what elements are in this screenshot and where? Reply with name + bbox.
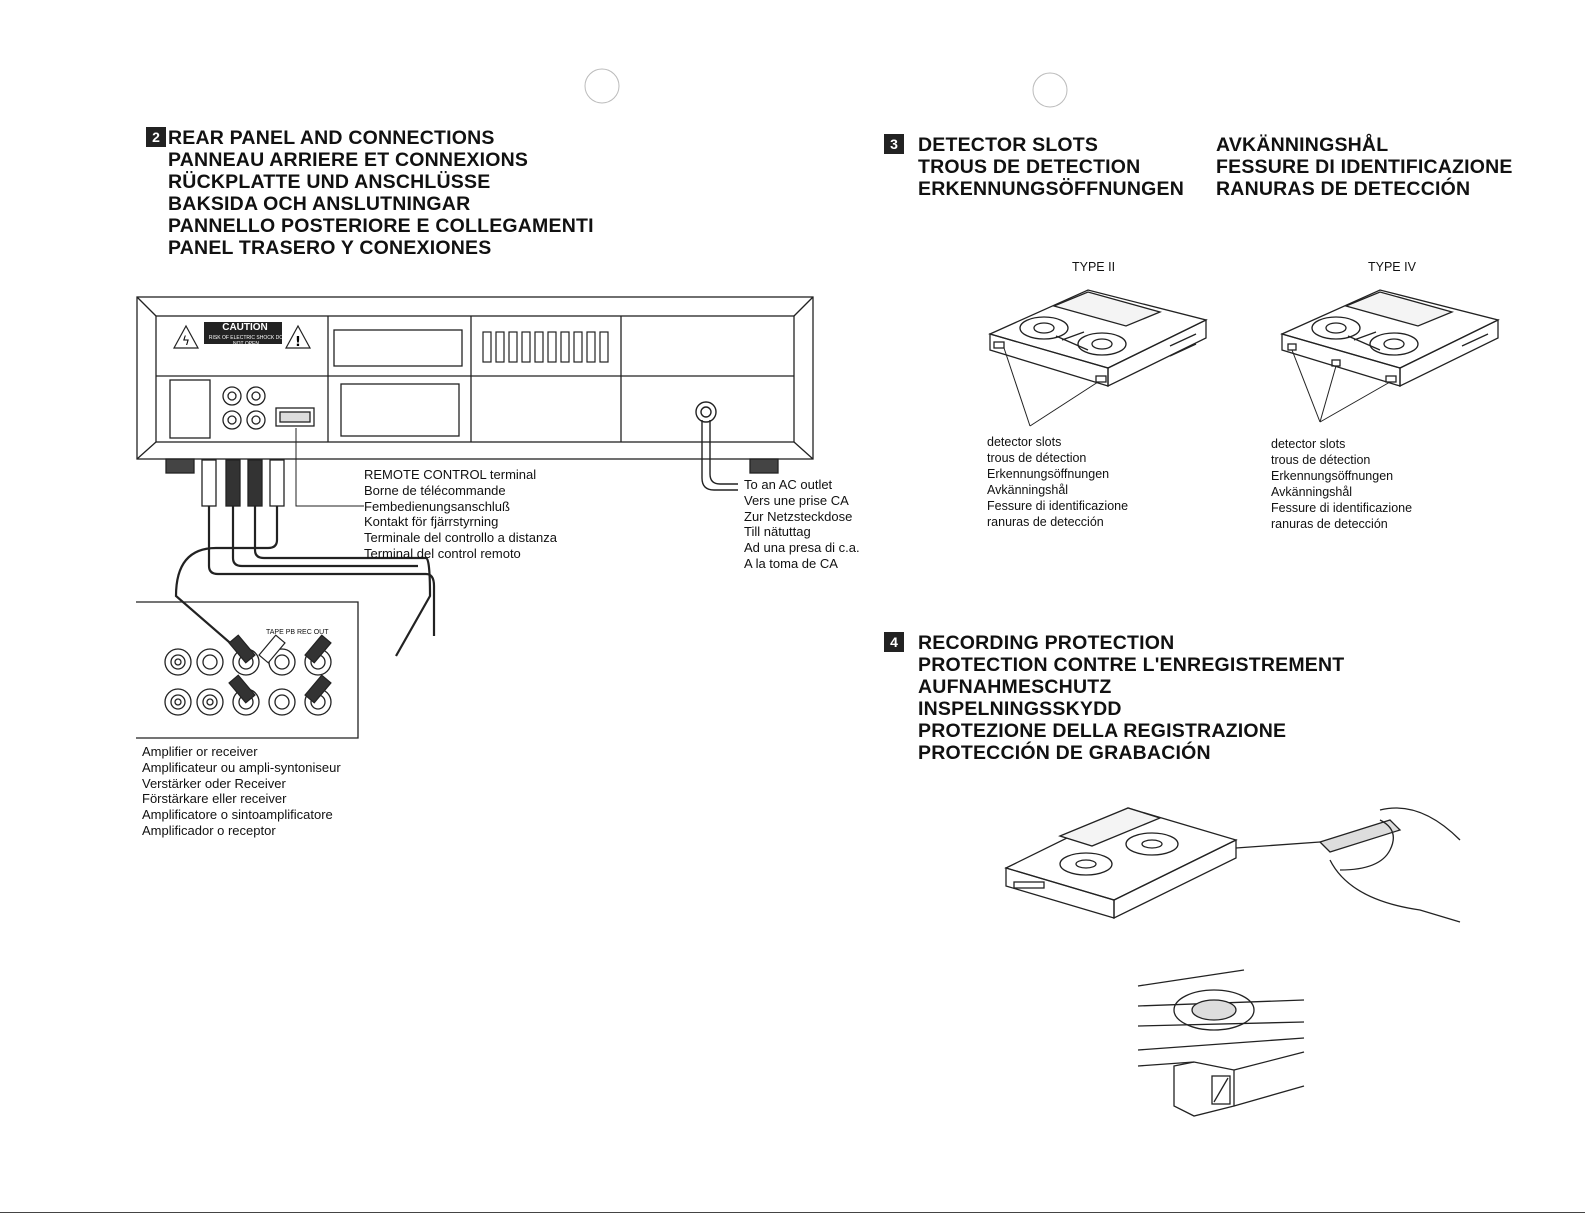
label-line: Fessure di identificazione xyxy=(987,499,1129,513)
binder-hole-left xyxy=(584,68,620,104)
label-line: To an AC outlet xyxy=(744,477,833,492)
heading-line: RÜCKPLATTE UND ANSCHLÜSSE xyxy=(168,171,491,193)
type-iv-detector-slots-label: detector slots trous de détection Erkenn… xyxy=(1271,436,1412,532)
type-ii-label: TYPE II xyxy=(1072,260,1116,274)
label-line: ranuras de detección xyxy=(987,515,1104,529)
label-line: detector slots xyxy=(1271,437,1346,451)
label-line: Avkänningshål xyxy=(987,483,1069,497)
heading-line: TROUS DE DETECTION xyxy=(918,156,1141,178)
heading-line: REAR PANEL AND CONNECTIONS xyxy=(168,127,495,149)
detector-heading-right: AVKÄNNINGSHÅL FESSURE DI IDENTIFICAZIONE… xyxy=(1216,134,1513,200)
detector-heading-left: DETECTOR SLOTS TROUS DE DETECTION ERKENN… xyxy=(918,134,1184,200)
label-line: Amplifier or receiver xyxy=(142,744,258,759)
heading-line: RANURAS DE DETECCIÓN xyxy=(1216,178,1471,200)
type-iv-label: TYPE IV xyxy=(1368,260,1416,274)
section-2-number: 2 xyxy=(146,127,166,147)
label-line: Amplificador o receptor xyxy=(142,822,276,838)
remote-control-label: REMOTE CONTROL terminal Borne de télécom… xyxy=(364,467,557,562)
binder-hole-right xyxy=(1032,72,1068,108)
label-line: Kontakt för fjärrstyrning xyxy=(364,514,499,530)
svg-text:ϟ: ϟ xyxy=(182,334,190,348)
label-line: Terminal del control remoto xyxy=(364,545,521,561)
label-line: Borne de télécommande xyxy=(364,482,506,498)
label-line: ranuras de detección xyxy=(1271,517,1388,531)
recording-heading: RECORDING PROTECTION PROTECTION CONTRE L… xyxy=(918,632,1344,764)
cassette-tab-closeup-illustration xyxy=(1137,969,1305,1117)
heading-line: FESSURE DI IDENTIFICAZIONE xyxy=(1216,156,1513,178)
label-line: trous de détection xyxy=(1271,453,1371,467)
label-line: Verstärker oder Receiver xyxy=(142,775,286,791)
label-line: A la toma de CA xyxy=(744,555,838,571)
label-line: Zur Netzsteckdose xyxy=(744,508,853,524)
heading-line: AVKÄNNINGSHÅL xyxy=(1216,134,1389,156)
label-line: Förstärkare eller receiver xyxy=(142,791,287,807)
page-bottom-rule xyxy=(0,1212,1585,1213)
label-line: Amplificateur ou ampli-syntoniseur xyxy=(142,759,341,775)
heading-line: INSPELNINGSSKYDD xyxy=(918,698,1122,720)
heading-line: PANEL TRASERO Y CONEXIONES xyxy=(168,237,492,259)
svg-text:!: ! xyxy=(295,335,301,350)
amp-jack-label: TAPE PB REC OUT xyxy=(266,629,329,636)
label-line: Erkennungsöffnungen xyxy=(987,467,1110,481)
heading-line: BAKSIDA OCH ANSLUTNINGAR xyxy=(168,193,471,215)
cassette-tab-break-illustration xyxy=(1004,807,1461,923)
caution-sub-label: RISK OF ELECTRIC SHOCK DO NOT OPEN xyxy=(208,335,284,347)
label-line: trous de détection xyxy=(987,451,1087,465)
label-line: detector slots xyxy=(987,435,1062,449)
label-line: Avkänningshål xyxy=(1271,485,1353,499)
rear-panel-illustration: ϟ ! xyxy=(136,296,814,739)
section-4-number: 4 xyxy=(884,632,904,652)
label-line: Amplificatore o sintoamplificatore xyxy=(142,807,333,823)
type-iv-cassette-icon xyxy=(1280,289,1500,423)
heading-line: PANNELLO POSTERIORE E COLLEGAMENTI xyxy=(168,215,594,237)
label-line: Vers une prise CA xyxy=(744,492,849,508)
label-line: Till nätuttag xyxy=(744,524,811,540)
rear-panel-heading: REAR PANEL AND CONNECTIONS PANNEAU ARRIE… xyxy=(168,127,594,259)
section-3-number: 3 xyxy=(884,134,904,154)
label-line: Fembedienungsanschluß xyxy=(364,498,510,514)
heading-line: DETECTOR SLOTS xyxy=(918,134,1099,156)
label-line: Ad una presa di c.a. xyxy=(744,540,860,556)
type-ii-cassette-icon xyxy=(988,289,1208,427)
heading-line: PROTECCIÓN DE GRABACIÓN xyxy=(918,742,1211,764)
heading-line: PANNEAU ARRIERE ET CONNEXIONS xyxy=(168,149,529,171)
heading-line: RECORDING PROTECTION xyxy=(918,632,1175,654)
label-line: REMOTE CONTROL terminal xyxy=(364,467,537,482)
type-ii-detector-slots-label: detector slots trous de détection Erkenn… xyxy=(987,434,1128,530)
label-line: Fessure di identificazione xyxy=(1271,501,1413,515)
heading-line: AUFNAHMESCHUTZ xyxy=(918,676,1112,698)
label-line: Erkennungsöffnungen xyxy=(1271,469,1394,483)
amplifier-label: Amplifier or receiver Amplificateur ou a… xyxy=(142,744,341,839)
ac-outlet-label: To an AC outlet Vers une prise CA Zur Ne… xyxy=(744,477,860,572)
caution-label: CAUTION xyxy=(222,322,268,333)
heading-line: PROTECTION CONTRE L'ENREGISTREMENT xyxy=(918,654,1345,676)
label-line: Terminale del controllo a distanza xyxy=(364,530,557,546)
heading-line: ERKENNUNGSÖFFNUNGEN xyxy=(918,178,1184,200)
heading-line: PROTEZIONE DELLA REGISTRAZIONE xyxy=(918,720,1287,742)
